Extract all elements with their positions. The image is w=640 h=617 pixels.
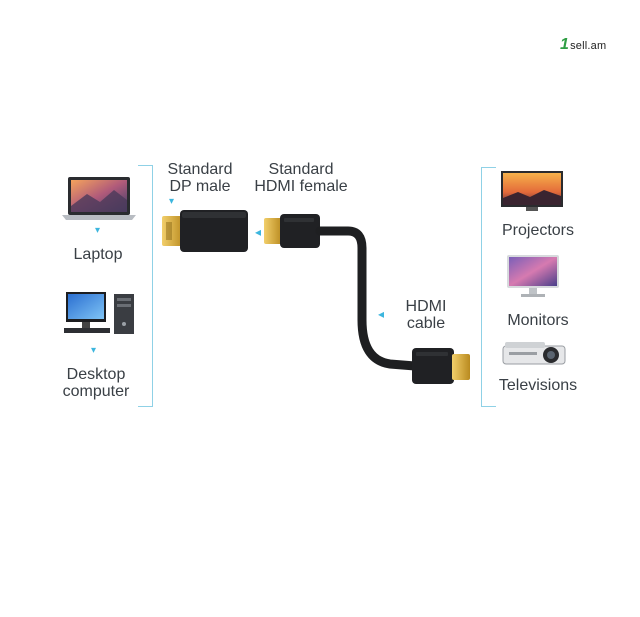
desktop-label-line2: computer [62, 383, 130, 400]
projectors-label: Projectors [501, 222, 575, 239]
dp-label-line2: DP male [169, 178, 231, 195]
laptop-label: Laptop [73, 246, 123, 263]
svg-text:◂: ◂ [378, 307, 384, 321]
brand-watermark: 1sell.am [560, 36, 606, 54]
monitor-icon [507, 255, 559, 297]
dp-to-hdmi-cable-diagram: ◂ ◂ [162, 210, 470, 384]
cable-label-line1: HDMI [405, 298, 447, 315]
brand-text: sell.am [570, 40, 607, 52]
dp-label-line1: Standard [167, 161, 233, 178]
hdmi-plug-tip [452, 354, 470, 380]
displays-bracket [481, 167, 496, 407]
sources-bracket [138, 165, 153, 407]
hdmi-female-label-line1: Standard [268, 161, 334, 178]
projector-screen-icon [501, 171, 563, 211]
hdmi-cable-line [315, 226, 420, 371]
desktop-arrow-icon: ▾ [91, 345, 97, 356]
adapter-body [180, 210, 248, 252]
projector-device-icon [502, 342, 566, 365]
hdmi-female-label-line2: HDMI female [254, 178, 348, 195]
laptop-icon [62, 177, 136, 220]
desktop-computer-icon [64, 292, 134, 334]
monitors-label: Monitors [507, 312, 569, 329]
brand-number: 1 [560, 36, 570, 53]
laptop-arrow-icon: ▾ [95, 225, 101, 236]
desktop-label-line1: Desktop [66, 366, 126, 383]
cable-label-line2: cable [406, 315, 446, 332]
dp-arrow-icon: ▾ [169, 196, 175, 207]
svg-text:◂: ◂ [255, 225, 261, 239]
hdmi-plug-bottom [412, 348, 454, 384]
hdmi-plug-top [280, 214, 320, 248]
televisions-label: Televisions [498, 377, 578, 394]
